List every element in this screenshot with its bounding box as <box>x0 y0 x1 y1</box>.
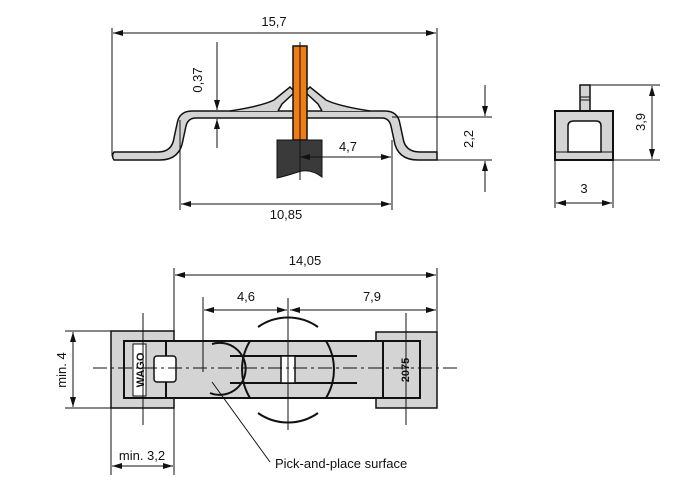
wago-logo: WAGO <box>132 343 147 397</box>
side-view: 3,9 3 <box>554 84 660 208</box>
spring-arm-right <box>303 85 371 112</box>
dimension-label-min-3-2: min. 3,2 <box>119 448 165 463</box>
dimension-label-0-37: 0,37 <box>190 67 205 92</box>
dimension-label-3-9: 3,9 <box>633 113 648 131</box>
dimension-label-2-2: 2,2 <box>461 130 476 148</box>
dimension-label-15-7: 15,7 <box>261 14 286 29</box>
svg-text:WAGO: WAGO <box>135 352 147 387</box>
dimension-label-min-4: min. 4 <box>54 352 69 387</box>
dimension-label-4-6: 4,6 <box>237 289 255 304</box>
dimension-label-10-85: 10,85 <box>270 207 303 222</box>
callout-leader <box>211 381 271 463</box>
dimension-label-3: 3 <box>580 181 587 196</box>
top-view: 14,05 4,6 7,9 WAGO 2075 min. 4 min. 3,2 … <box>54 253 458 475</box>
dimension-label-14-05: 14,05 <box>289 253 322 268</box>
dimension-label-4-7: 4,7 <box>339 139 357 154</box>
spring-arm-left <box>229 85 297 112</box>
callout-label: Pick-and-place surface <box>275 456 407 471</box>
dimension-label-7-9: 7,9 <box>363 289 381 304</box>
front-view: 15,7 0,37 4,7 10,85 2,2 <box>111 14 492 222</box>
clip-profile <box>111 110 438 161</box>
